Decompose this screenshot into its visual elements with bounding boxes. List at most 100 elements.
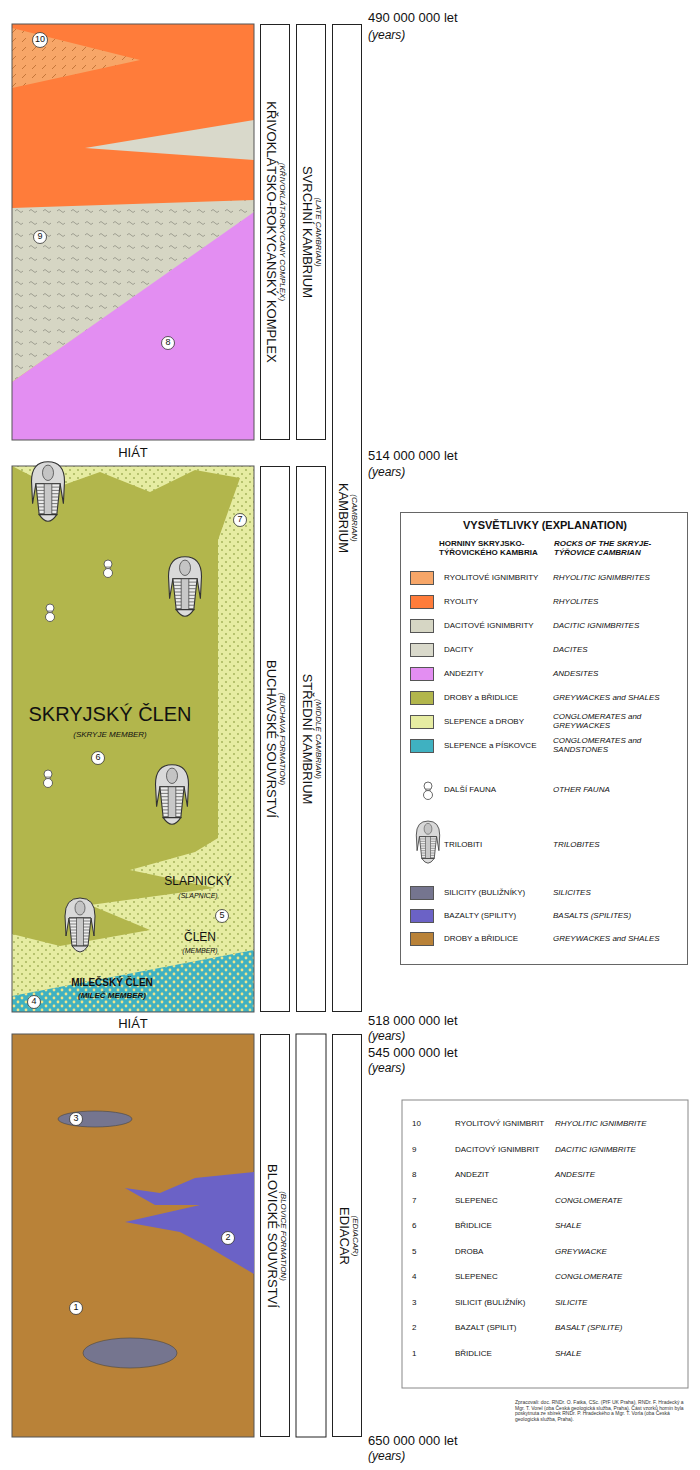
member-name: (MILEČ MEMBER): [78, 992, 146, 1001]
callout-number: 3: [73, 1114, 78, 1124]
table-cell: RYOLITOVÝ IGNIMBRIT: [455, 1120, 551, 1129]
time-label: 514 000 000 let: [368, 449, 498, 463]
legend-english: CONGLOMERATES and GREYWACKES: [553, 713, 681, 731]
legend-english: CONGLOMERATES and SANDSTONES: [553, 737, 681, 755]
dacitic-ignimbrite-unit: [12, 200, 254, 382]
callout-number: 9: [37, 232, 42, 242]
legend-english: RHYOLITES: [553, 598, 681, 607]
panel-outline: [12, 24, 254, 440]
table-cell: CONGLOMERATE: [555, 1273, 683, 1282]
fauna-shield: [424, 791, 433, 800]
legend-swatch: [410, 886, 434, 900]
hiatus-label: HIÁT: [118, 446, 148, 460]
band-text-holder: KAMBRIUM(CAMBRIAN): [332, 24, 362, 1012]
legend-english: RHYOLITIC IGNIMBRITES: [553, 574, 681, 583]
callout-number: 4: [31, 997, 36, 1007]
band-text-holder: KŘIVOKLÁTSKO-ROKYCANSKÝ KOMPLEX(KŘIVOKLÁ…: [260, 24, 290, 440]
legend-english: SILICITES: [553, 889, 681, 898]
band-subtitle: (BUCHAVA FORMATION): [278, 693, 286, 785]
table-cell: DROBA: [455, 1247, 551, 1256]
member-name: SLAPNICKÝ: [164, 875, 231, 888]
legend-text: SILICITY (BULIŽNÍKY): [444, 889, 549, 898]
fauna-shield: [44, 770, 52, 778]
legend-swatch: [410, 739, 434, 753]
unit-band: SVRCHNÍ KAMBRIUM(LATE CAMBRIAN): [296, 24, 326, 440]
rhyolitic-ignimbrite-unit: [12, 28, 140, 88]
legend-swatch: [410, 595, 434, 609]
table-cell: SILICIT (BULIŽNÍK): [455, 1298, 551, 1307]
table-cell: 8: [412, 1171, 448, 1180]
unit-band: KŘIVOKLÁTSKO-ROKYCANSKÝ KOMPLEX(KŘIVOKLÁ…: [260, 24, 290, 440]
band-subtitle: (KŘIVOKLÁT-ROKYCANY COMPLEX): [278, 163, 286, 301]
trilobite-thorax: [36, 484, 60, 515]
callout-circle: [28, 996, 41, 1009]
table-cell: ANDESITE: [555, 1171, 683, 1180]
legend-header: ROCKS OF THE SKRYJE-TÝŘOVICE CAMBRIAN: [554, 539, 682, 557]
table-cell: 9: [412, 1145, 448, 1154]
greywacke-shale-unit: [12, 1034, 254, 1437]
time-label: (years): [368, 1030, 498, 1043]
time-label: 650 000 000 let: [368, 1434, 498, 1448]
trilobite-glabella: [43, 465, 54, 480]
fauna-shield: [424, 782, 432, 790]
time-label: 490 000 000 let: [368, 11, 498, 25]
legend-text: DALŠÍ FAUNA: [444, 786, 549, 795]
table-cell: 10: [412, 1120, 448, 1129]
trilobite: [169, 557, 202, 616]
table-cell: 7: [412, 1196, 448, 1205]
callout-circle: [162, 337, 175, 350]
callout-number: 8: [165, 338, 170, 348]
callout-number: 2: [225, 1233, 230, 1243]
member-name: (MEMBER): [182, 947, 217, 955]
callout-circle: [33, 33, 48, 48]
conglomerate-greywacke-unit: [12, 466, 254, 1012]
band-title: STŘEDNÍ KAMBRIUM: [300, 674, 314, 805]
trilobite-axis: [44, 484, 52, 515]
legend-text: TRILOBITI: [444, 841, 549, 850]
callout-circle: [92, 752, 105, 765]
trilobite-axis: [425, 837, 430, 859]
table-cell: 3: [412, 1298, 448, 1307]
trilobite: [32, 462, 65, 521]
callout-circle: [234, 514, 247, 527]
callout-number: 10: [35, 35, 45, 45]
band-text-holder: BLOVICKÉ SOUVRSTVÍ(BLOVICE FORMATION): [260, 1034, 290, 1437]
dacite-unit: [85, 120, 254, 160]
table-cell: SHALE: [555, 1349, 683, 1358]
other-fauna: [104, 560, 113, 578]
table-cell: BASALT (SPILITE): [555, 1324, 683, 1333]
band-title: EDIACAR: [336, 1207, 350, 1265]
legend-text: RYOLITY: [444, 598, 549, 607]
legend-swatch: [410, 667, 434, 681]
time-label: (years): [368, 1450, 498, 1463]
legend-english: BASALTS (SPILITES): [553, 912, 681, 921]
legend-title: VYSVĚTLIVKY (EXPLANATION): [401, 519, 689, 532]
trilobite-thorax: [173, 579, 197, 610]
trilobite-glabella: [167, 768, 178, 783]
table-cell: 2: [412, 1324, 448, 1333]
table-cell: 5: [412, 1247, 448, 1256]
trilobite-axis: [181, 579, 189, 610]
member-name: SKRYJSKÝ ČLEN: [28, 703, 191, 725]
callout-circle: [70, 1113, 83, 1126]
panel-outline: [12, 466, 254, 1012]
conglomerate-sandstone-unit: [12, 950, 254, 1012]
table-cell: GREYWACKE: [555, 1247, 683, 1256]
member-name: ČLEN: [184, 931, 216, 944]
legend-swatch: [410, 619, 434, 633]
legend-text: SLEPENCE a DROBY: [444, 718, 549, 727]
legend-text: DROBY a BŘIDLICE: [444, 935, 549, 944]
unit-band: EDIACAR(EDIACAR): [332, 1034, 362, 1437]
rhyolite-unit: [12, 24, 254, 440]
table-cell: BŘIDLICE: [455, 1222, 551, 1231]
table-cell: 4: [412, 1273, 448, 1282]
band-title: BLOVICKÉ SOUVRSTVÍ: [264, 1164, 278, 1308]
table-cell: ANDEZIT: [455, 1171, 551, 1180]
legend-text: DACITOVÉ IGNIMBRITY: [444, 622, 549, 631]
member-name: (SKRYJE MEMBER): [73, 731, 147, 740]
trilobite-thorax: [160, 787, 184, 818]
trilobite: [65, 898, 95, 952]
time-label: (years): [368, 1062, 498, 1075]
table-cell: RHYOLITIC IGNIMBRITE: [555, 1120, 683, 1129]
trilobite-axis: [77, 918, 84, 946]
